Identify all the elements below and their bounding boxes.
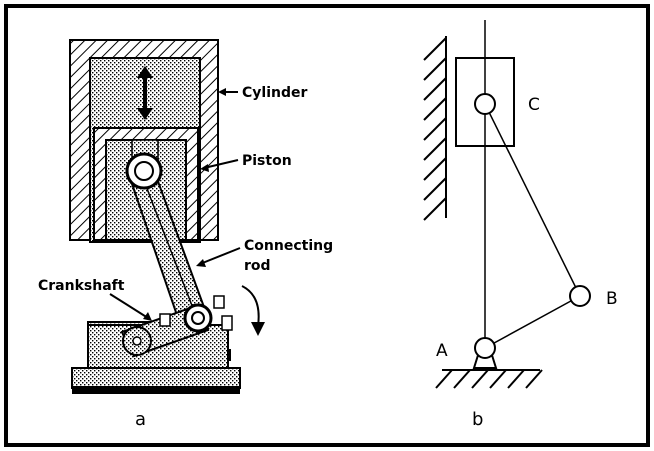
panel-a: Cylinder Piston Connecting rod Crankshaf… (38, 39, 333, 430)
rotation-arrow-icon (241, 285, 265, 336)
joint-c (474, 93, 496, 115)
point-a-label: A (436, 341, 448, 361)
piston-leader (203, 159, 239, 169)
link-ab (484, 295, 581, 349)
piston-leader-arrow (200, 164, 209, 172)
point-c-label: C (528, 95, 540, 115)
connecting-rod-label-line1: Connecting (244, 238, 333, 254)
wall-hatching (423, 37, 447, 221)
panel-b: C B A b (423, 20, 618, 430)
piston-label: Piston (242, 153, 292, 169)
slider-block (455, 57, 515, 147)
panel-a-caption: a (135, 409, 146, 430)
connecting-rod-leader-arrow (196, 259, 206, 267)
point-b-label: B (606, 289, 618, 309)
link-cb (484, 103, 581, 297)
double-arrow-icon (137, 66, 153, 120)
crankshaft-leader (109, 293, 149, 319)
crankshaft-label: Crankshaft (38, 278, 125, 294)
cylinder-label: Cylinder (242, 85, 307, 101)
cylinder-leader-arrow (218, 88, 226, 96)
connecting-rod-label-line2: rod (244, 258, 271, 274)
joint-b (569, 285, 591, 307)
connecting-rod-leader (199, 247, 241, 265)
crankshaft-leader-arrow (143, 312, 152, 321)
ground-hatching (435, 369, 543, 389)
crankshaft (120, 295, 233, 358)
joint-a (474, 337, 496, 359)
panel-b-caption: b (472, 409, 483, 430)
